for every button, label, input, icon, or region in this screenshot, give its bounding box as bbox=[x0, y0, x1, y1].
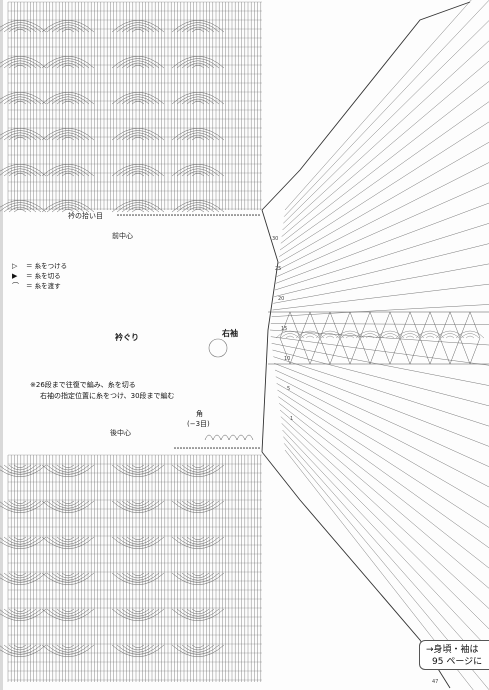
page-spine bbox=[0, 0, 3, 690]
collar-pickup-label: 衿の拾い目 bbox=[68, 212, 103, 220]
page-reference-box: →身頃・袖は 95 ページに bbox=[419, 640, 489, 670]
legend-text: ＝ 糸を切る bbox=[26, 272, 61, 280]
legend-item-attach: ▷ ＝ 糸をつける bbox=[12, 262, 67, 270]
row-number: 1 bbox=[290, 416, 293, 422]
carry-yarn-icon: ⌒ bbox=[12, 282, 19, 290]
cut-yarn-icon: ▶ bbox=[12, 272, 18, 280]
reference-line-2: 95 ページに bbox=[432, 657, 483, 667]
row-number: 15 bbox=[281, 326, 287, 332]
attach-yarn-icon: ▷ bbox=[12, 262, 18, 270]
corner-label: 角 bbox=[196, 410, 203, 418]
row-number: 30 bbox=[272, 236, 278, 242]
row-number: 10 bbox=[284, 356, 290, 362]
row-number: 20 bbox=[278, 296, 284, 302]
note-line-2: 右袖の指定位置に糸をつけ、30段まで編む bbox=[40, 392, 175, 400]
back-center-label: 後中心 bbox=[110, 429, 131, 437]
legend-text: ＝ 糸を渡す bbox=[26, 282, 61, 290]
legend-text: ＝ 糸をつける bbox=[26, 262, 68, 270]
page-number: 47 bbox=[432, 679, 439, 685]
row-number: 5 bbox=[287, 386, 290, 392]
neckline-label: 衿ぐり bbox=[115, 333, 139, 342]
note-line-1: ※26段まで往復で編み、糸を切る bbox=[30, 381, 136, 389]
corner-sub-label: (−3目) bbox=[187, 420, 210, 428]
legend-item-carry: ⌒ ＝ 糸を渡す bbox=[12, 282, 61, 290]
front-center-label: 前中心 bbox=[112, 232, 133, 240]
reference-line-1: →身頃・袖は bbox=[426, 645, 479, 655]
right-sleeve-label: 右袖 bbox=[222, 329, 238, 338]
row-number: 25 bbox=[275, 266, 281, 272]
legend-item-cut: ▶ ＝ 糸を切る bbox=[12, 272, 61, 280]
